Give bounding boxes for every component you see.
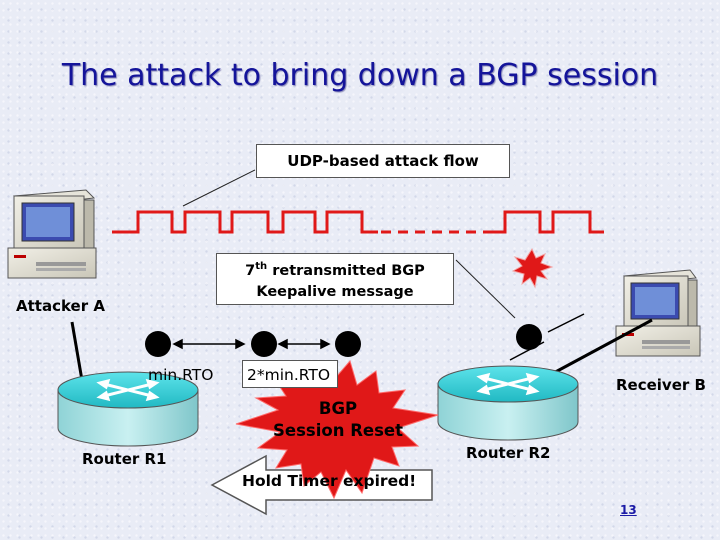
session-reset-label: BGP Session Reset xyxy=(258,398,418,442)
attacker-computer-icon xyxy=(7,189,97,279)
attack-pulse-train xyxy=(112,210,604,234)
udp-attack-flow-label: UDP-based attack flow xyxy=(256,144,510,178)
router-r1-icon xyxy=(57,371,199,447)
keepalive-ordinal-suffix: th xyxy=(255,261,268,272)
router-r2-label: Router R2 xyxy=(466,444,551,462)
link-r2-receiver xyxy=(547,318,653,378)
slide-title: The attack to bring down a BGP session xyxy=(61,58,659,93)
attacker-label: Attacker A xyxy=(16,297,105,315)
keepalive-leader-line xyxy=(455,259,516,319)
receiver-label: Receiver B xyxy=(616,376,706,394)
router-r2-icon xyxy=(437,365,579,441)
keepalive-ordinal: 7 xyxy=(245,262,256,279)
receiver-computer-icon xyxy=(615,269,701,357)
hold-timer-label: Hold Timer expired! xyxy=(242,472,417,490)
min-rto-label: min.RTO xyxy=(148,366,214,384)
keepalive-line2: Keepalive message xyxy=(256,283,414,300)
session-reset-line2: Session Reset xyxy=(273,421,403,440)
keepalive-message-label: 7th retransmitted BGP Keepalive message xyxy=(216,253,454,305)
hold-timer-arrow xyxy=(210,454,433,516)
keepalive-packets xyxy=(145,324,542,357)
udp-leader-line xyxy=(182,169,256,207)
explosion-icon xyxy=(511,247,554,289)
double-arrow-icon xyxy=(172,338,331,350)
session-reset-line1: BGP xyxy=(318,399,358,418)
session-reset-burst xyxy=(235,359,439,500)
keepalive-line1-rest: retransmitted BGP xyxy=(267,262,425,279)
two-min-rto-label: 2*min.RTO xyxy=(242,360,338,388)
slide-number: 13 xyxy=(620,503,637,517)
router-r1-label: Router R1 xyxy=(82,450,167,468)
